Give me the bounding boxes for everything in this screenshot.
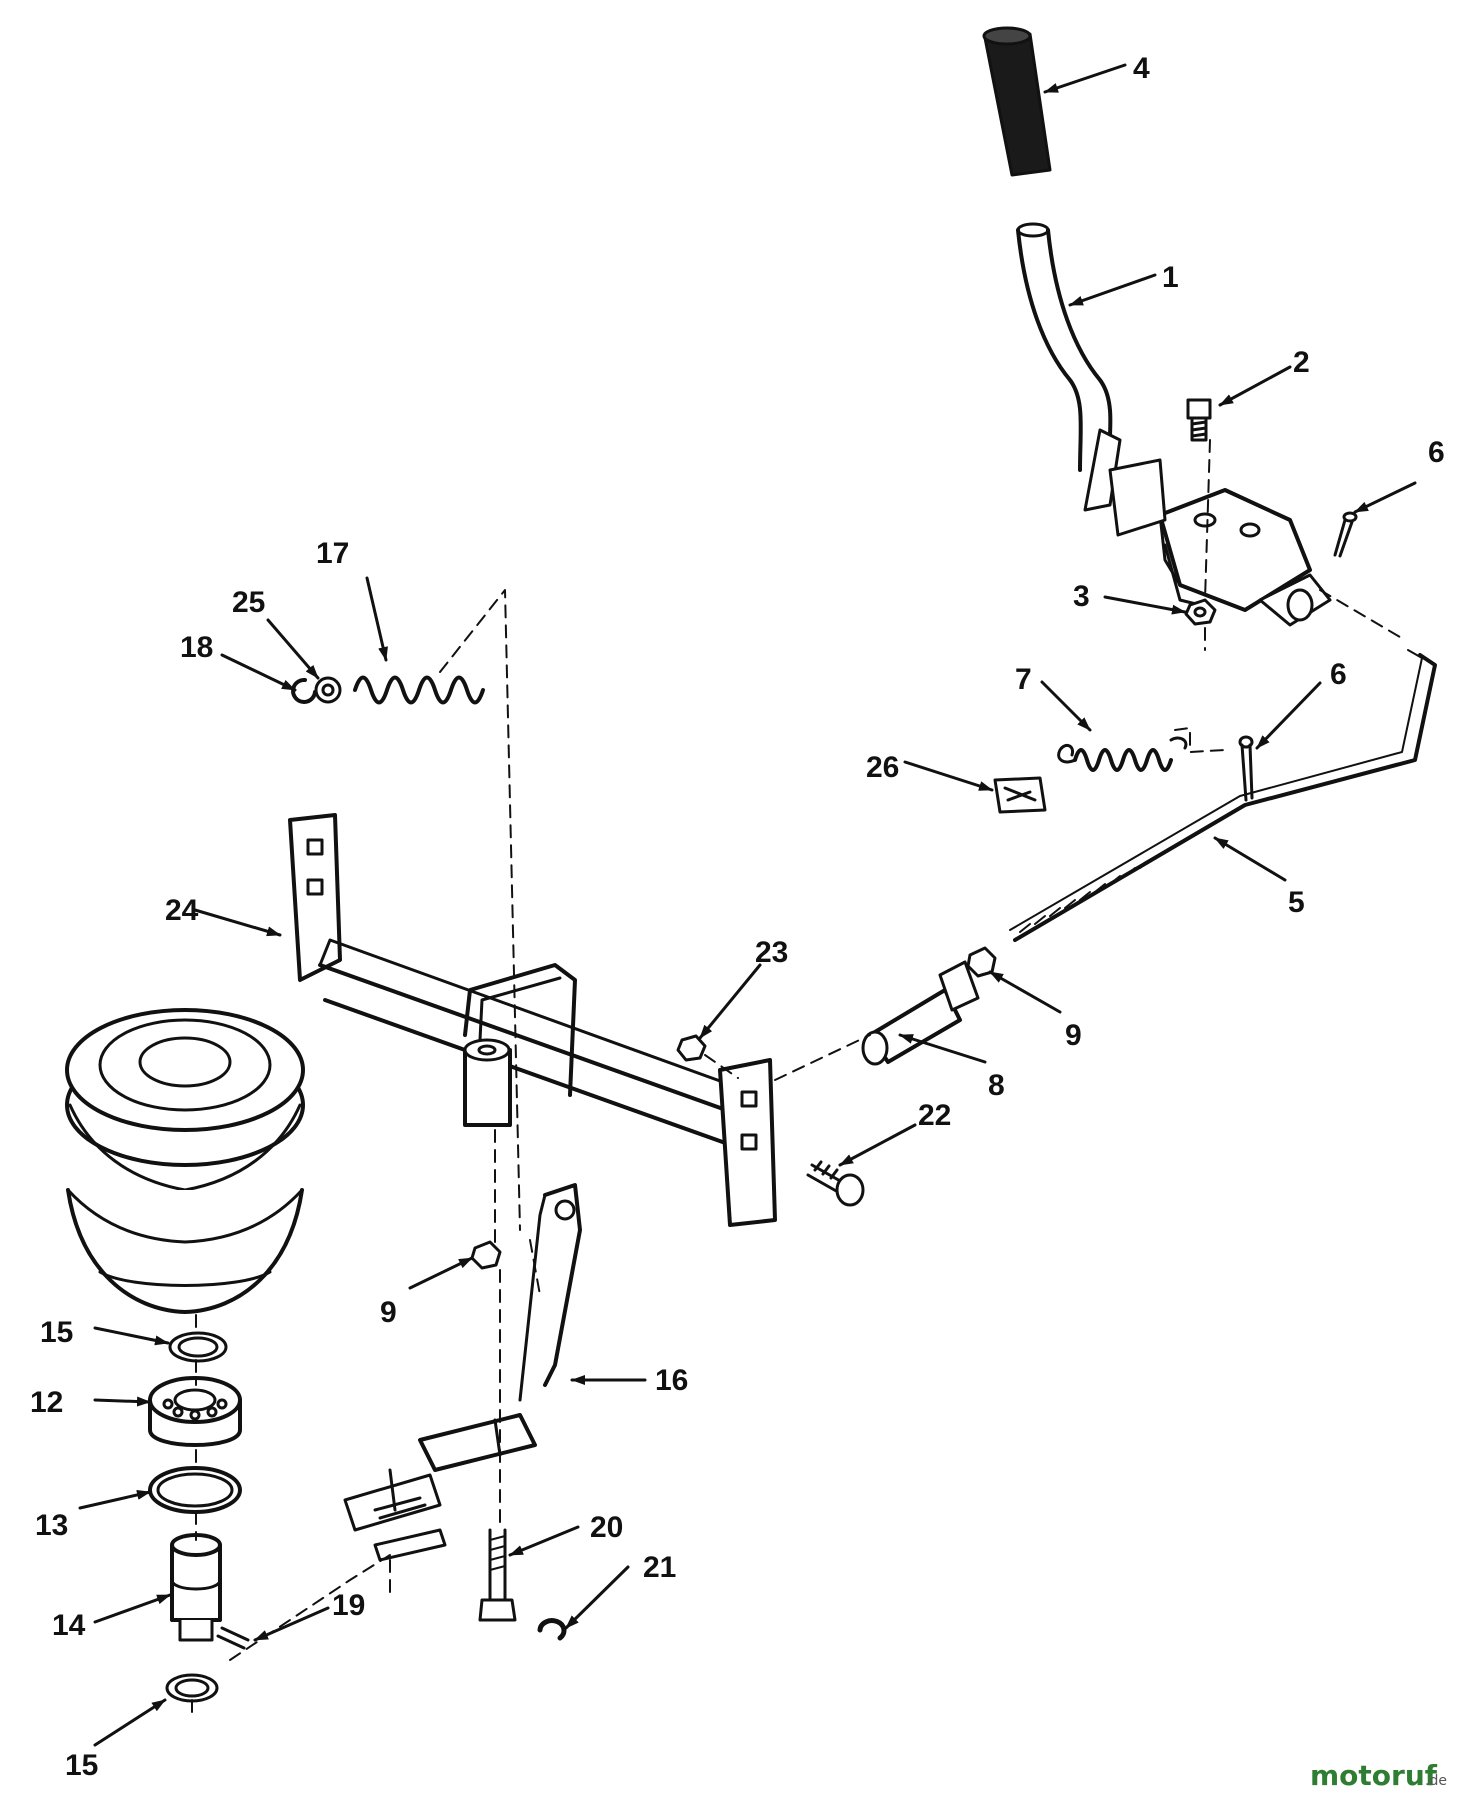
part-idler-arm (343, 1183, 582, 1562)
callout-21: 21 (643, 1551, 676, 1584)
part-nut-3 (1184, 598, 1217, 626)
part-bearing (148, 1376, 242, 1447)
callout-12: 12 (30, 1386, 63, 1419)
part-washer-25 (314, 676, 342, 704)
part-cotter-pin-upper (1333, 511, 1358, 558)
callout-13: 13 (35, 1509, 68, 1542)
watermark-suffix: .de (1425, 1773, 1447, 1789)
part-carriage-bolt (806, 1160, 865, 1207)
part-snap-ring-upper (168, 1331, 228, 1363)
callout-15-upper: 15 (40, 1316, 73, 1349)
part-u-bracket (463, 963, 577, 1097)
callout-3: 3 (1073, 580, 1090, 613)
callout-5: 5 (1288, 886, 1305, 919)
part-grip (982, 26, 1052, 177)
callout-6-upper: 6 (1428, 436, 1445, 469)
part-hex-bolt-20 (478, 1528, 517, 1622)
part-lever (1016, 222, 1122, 512)
part-lock-washer-21 (537, 1618, 567, 1641)
callout-17: 17 (316, 537, 349, 570)
watermark: motoruf .de (1310, 1759, 1447, 1792)
part-pin-19 (216, 1626, 250, 1650)
part-clip-26 (993, 776, 1047, 814)
callout-labels: 4 1 2 6 3 17 25 18 7 6 26 5 24 23 9 8 22… (30, 52, 1445, 1782)
part-retaining-ring (148, 1466, 242, 1514)
callout-4: 4 (1133, 52, 1150, 85)
part-bolt-2 (1186, 398, 1212, 442)
callout-18: 18 (180, 631, 213, 664)
callout-1: 1 (1162, 261, 1179, 294)
callout-7: 7 (1015, 663, 1032, 696)
part-nut-23 (676, 1034, 707, 1062)
part-swivel (861, 960, 980, 1066)
part-nut-9-lower (470, 1240, 502, 1270)
callout-22: 22 (918, 1099, 951, 1132)
part-compression-spring (353, 675, 485, 705)
callout-24: 24 (165, 894, 199, 927)
callout-14: 14 (52, 1609, 86, 1642)
callout-8: 8 (988, 1069, 1005, 1102)
callout-2: 2 (1293, 346, 1310, 379)
part-lever-bracket (1108, 458, 1332, 627)
part-control-rod (1009, 649, 1437, 942)
callout-6-lower: 6 (1330, 658, 1347, 691)
callout-15-lower: 15 (65, 1749, 98, 1782)
assembly-dashed-lines (191, 439, 1406, 1721)
part-idler-pulley (65, 1008, 305, 1314)
callout-9-lower: 9 (380, 1296, 397, 1329)
part-main-bracket (288, 813, 777, 1227)
part-sleeve (463, 1038, 512, 1127)
callout-9-upper: 9 (1065, 1019, 1082, 1052)
callout-25: 25 (232, 586, 265, 619)
callout-23: 23 (755, 936, 788, 969)
part-extension-spring (1057, 736, 1188, 772)
part-pulley-shaft (170, 1533, 222, 1642)
part-snap-ring-lower (165, 1673, 219, 1703)
callout-leaders (78, 63, 1417, 1747)
callout-16: 16 (655, 1364, 688, 1397)
callout-20: 20 (590, 1511, 623, 1544)
callout-19: 19 (332, 1589, 365, 1622)
watermark-brand: motoruf (1310, 1759, 1438, 1792)
part-cotter-pin-lower (1238, 735, 1254, 802)
callout-26: 26 (866, 751, 899, 784)
part-e-clip-18 (291, 677, 317, 704)
